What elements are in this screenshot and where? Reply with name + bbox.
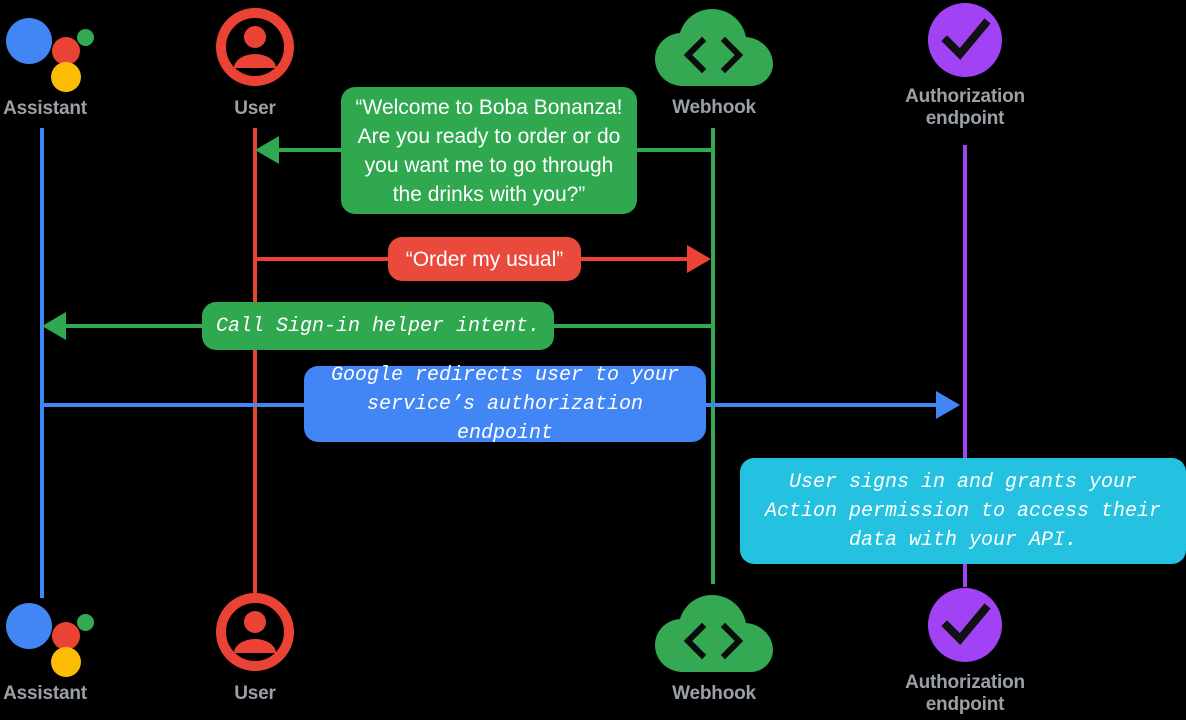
- user-avatar-icon: [216, 8, 294, 86]
- message-line-welcome-tail: [279, 148, 345, 152]
- cloud-code-icon-bottom: [655, 594, 773, 676]
- message-bubble-order[interactable]: “Order my usual”: [388, 237, 581, 281]
- message-line-signin-tail: [66, 324, 206, 328]
- actor-label-assistant-top: Assistant: [3, 98, 87, 119]
- cloud-code-icon: [655, 8, 773, 90]
- message-bubble-user-signs-in[interactable]: User signs in and grants your Action per…: [740, 458, 1186, 564]
- message-bubble-signin[interactable]: Call Sign-in helper intent.: [202, 302, 554, 350]
- message-line-redirect: [42, 403, 308, 407]
- actor-label-assistant-bottom: Assistant: [3, 683, 87, 704]
- arrowhead-signin: [42, 312, 66, 340]
- actor-label-webhook-bottom: Webhook: [672, 683, 756, 704]
- lifeline-webhook: [711, 128, 715, 584]
- arrowhead-order: [687, 245, 711, 273]
- check-circle-icon-bottom: [925, 585, 1005, 665]
- message-line-redirect-tail: [705, 403, 936, 407]
- actor-label-authorization-bottom: Authorization endpoint: [905, 672, 1025, 715]
- user-avatar-icon-bottom: [216, 593, 294, 671]
- message-bubble-welcome[interactable]: “Welcome to Boba Bonanza! Are you ready …: [341, 87, 637, 214]
- lifeline-assistant: [40, 128, 44, 598]
- arrowhead-welcome: [255, 136, 279, 164]
- lifeline-authorization: [963, 145, 967, 587]
- message-line-order: [255, 257, 392, 261]
- actor-label-authorization-top: Authorization endpoint: [905, 86, 1025, 129]
- message-bubble-redirect[interactable]: Google redirects user to your service’s …: [304, 364, 706, 445]
- check-circle-icon: [925, 0, 1005, 80]
- lifeline-user: [253, 128, 257, 598]
- message-line-order-tail: [579, 257, 687, 261]
- message-line-welcome: [636, 148, 714, 152]
- arrowhead-redirect: [936, 391, 960, 419]
- actor-label-webhook-top: Webhook: [672, 97, 756, 118]
- google-assistant-icon-bottom: [6, 595, 94, 677]
- actor-label-user-bottom: User: [234, 683, 276, 704]
- actor-label-user-top: User: [234, 98, 276, 119]
- google-assistant-icon: [6, 10, 94, 92]
- message-line-signin: [553, 324, 714, 328]
